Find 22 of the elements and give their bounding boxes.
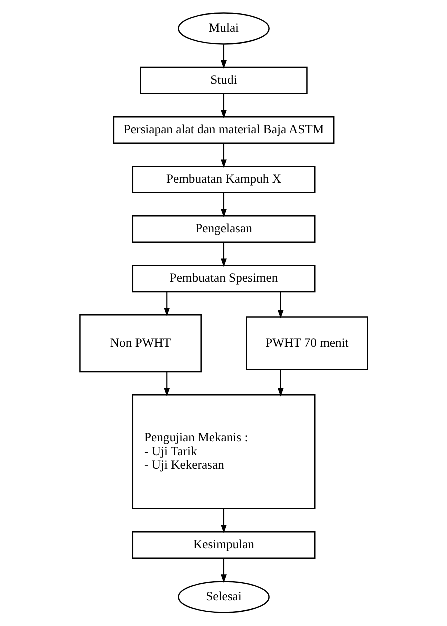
arrow: [277, 292, 284, 319]
node-ellipse: Selesai: [178, 581, 270, 614]
arrow: [277, 370, 284, 397]
arrow: [220, 94, 226, 119]
node-ellipse: Mulai: [178, 12, 270, 45]
arrow: [220, 558, 226, 584]
node-box: PWHT 70 menit: [246, 316, 368, 371]
node-box: Pembuatan Spesimen: [132, 264, 316, 293]
node-box: Studi: [140, 66, 308, 95]
node-box: Kesimpulan: [132, 531, 316, 560]
node-box: Pengelasan: [132, 215, 316, 244]
arrow: [220, 44, 226, 69]
node-box: Pembuatan Kampuh X: [132, 166, 316, 194]
node-box: Non PWHT: [79, 314, 202, 373]
arrow: [220, 144, 226, 168]
node-box: Persiapan alat dan material Baja ASTM: [112, 116, 334, 144]
arrow: [164, 372, 170, 397]
node-box: Pengujian Mekanis : - Uji Tarik - Uji Kekerasan: [132, 394, 316, 510]
arrow: [220, 193, 226, 218]
arrow: [220, 508, 226, 534]
arrow: [220, 242, 226, 268]
arrow: [164, 292, 170, 317]
